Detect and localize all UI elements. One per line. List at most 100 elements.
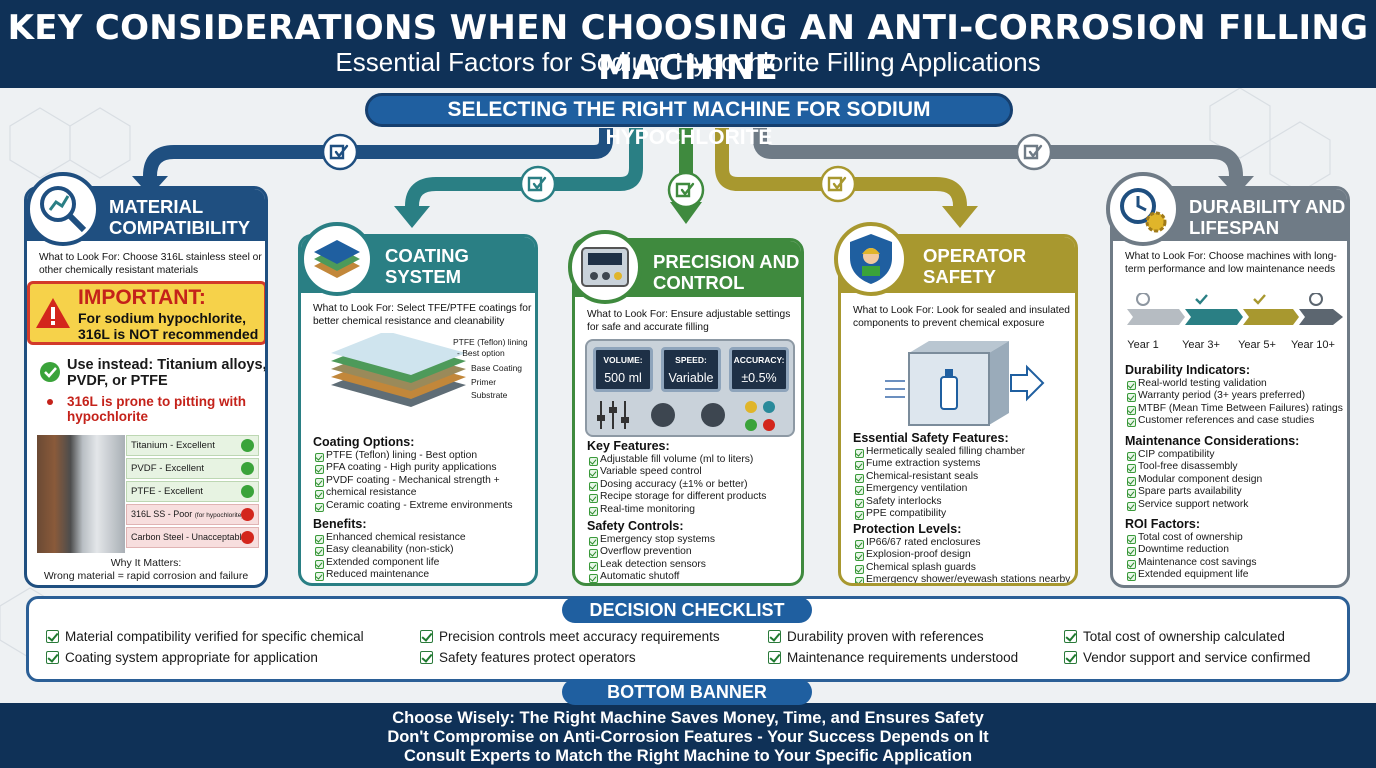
checkbox-icon bbox=[1064, 651, 1077, 664]
card-title-line1: DURABILITY AND bbox=[1189, 196, 1346, 217]
card-durability-lifespan: DURABILITY AND LIFESPAN What to Look For… bbox=[1110, 186, 1350, 588]
important-title: IMPORTANT: bbox=[78, 286, 206, 309]
header: KEY CONSIDERATIONS WHEN CHOOSING AN ANTI… bbox=[0, 0, 1376, 88]
check-icon bbox=[241, 485, 254, 498]
layers-icon bbox=[300, 222, 374, 296]
checklist-item[interactable]: Safety features protect operators bbox=[420, 650, 636, 665]
checkbox-icon bbox=[768, 651, 781, 664]
essential-safety-title: Essential Safety Features: bbox=[853, 431, 1009, 445]
red-dot-icon bbox=[47, 399, 53, 405]
card-precision-control: PRECISION AND CONTROL What to Look For: … bbox=[572, 238, 804, 586]
checkbox-icon bbox=[420, 630, 433, 643]
checkbox-icon bbox=[1064, 630, 1077, 643]
check-icon bbox=[241, 462, 254, 475]
checklist-item[interactable]: Material compatibility verified for spec… bbox=[46, 629, 364, 644]
benefits-title: Benefits: bbox=[313, 517, 367, 531]
card-title-line1: OPERATOR bbox=[923, 245, 1027, 266]
checklist-item[interactable]: Maintenance requirements understood bbox=[768, 650, 1018, 665]
look-for-text: What to Look For: Choose machines with l… bbox=[1125, 251, 1337, 275]
year-label: Year 3+ bbox=[1182, 339, 1220, 351]
coating-options-list: PTFE (Teflon) lining - Best option PFA c… bbox=[313, 450, 513, 513]
card-title-line1: MATERIAL bbox=[109, 196, 204, 217]
key-features-title: Key Features: bbox=[587, 439, 670, 453]
cross-icon bbox=[241, 531, 254, 544]
checklist-title: DECISION CHECKLIST bbox=[562, 597, 812, 623]
selector-banner: SELECTING THE RIGHT MACHINE FOR SODIUM H… bbox=[365, 93, 1013, 149]
checkbox-icon bbox=[46, 651, 59, 664]
sliders-and-knobs bbox=[597, 401, 775, 431]
clock-gear-icon bbox=[1106, 172, 1180, 246]
checkbox-icon bbox=[420, 651, 433, 664]
card-title-line1: COATING bbox=[385, 245, 469, 266]
year-label: Year 5+ bbox=[1238, 339, 1276, 351]
layer-label: Base Coating bbox=[471, 363, 523, 373]
coating-layers-illustration bbox=[331, 333, 466, 407]
card-title-line2: SAFETY bbox=[923, 266, 996, 287]
checklist-item[interactable]: Coating system appropriate for applicati… bbox=[46, 650, 318, 665]
why-it-matters: Why It Matters: Wrong material = rapid c… bbox=[43, 557, 249, 582]
layer-label: PTFE (Teflon) lining bbox=[453, 337, 528, 347]
page-title: KEY CONSIDERATIONS WHEN CHOOSING AN ANTI… bbox=[7, 8, 1369, 88]
control-panel-icon bbox=[568, 230, 642, 304]
card-title-line2: COMPATIBILITY bbox=[109, 217, 251, 238]
speed-display: SPEED:Variable bbox=[661, 347, 721, 392]
look-for-text: What to Look For: Choose 316L stainless … bbox=[39, 252, 262, 276]
banner-line: Don't Compromise on Anti-Corrosion Featu… bbox=[387, 728, 989, 746]
accuracy-display: ACCURACY:±0.5% bbox=[729, 347, 789, 392]
important-text: For sodium hypochlorite, 316L is NOT rec… bbox=[78, 310, 259, 342]
bottom-banner-title: BOTTOM BANNER bbox=[562, 679, 812, 705]
check-circle-icon bbox=[40, 362, 60, 382]
rating-row: Titanium - Excellent bbox=[126, 435, 259, 456]
card-title-line2: SYSTEM bbox=[385, 266, 462, 287]
year-label: Year 1 bbox=[1127, 339, 1159, 351]
look-for-text: What to Look For: Select TFE/PTFE coatin… bbox=[313, 303, 532, 327]
layer-label: Primer bbox=[471, 377, 497, 387]
essential-safety-list: Hermetically sealed filling chamber Fume… bbox=[853, 446, 1025, 521]
corroded-metal-photo bbox=[37, 435, 125, 553]
check-icon bbox=[241, 439, 254, 452]
card-title-line2: LIFESPAN bbox=[1189, 217, 1280, 238]
rating-row: PVDF - Excellent bbox=[126, 458, 259, 479]
protection-levels-list: IP66/67 rated enclosures Explosion-proof… bbox=[853, 537, 1070, 583]
look-for-text: What to Look For: Ensure adjustable sett… bbox=[587, 309, 791, 333]
checklist-item[interactable]: Total cost of ownership calculated bbox=[1064, 629, 1285, 644]
checklist-item[interactable]: Durability proven with references bbox=[768, 629, 984, 644]
durability-indicators-title: Durability Indicators: bbox=[1125, 363, 1251, 377]
rating-row: PTFE - Excellent bbox=[126, 481, 259, 502]
year-label: Year 10+ bbox=[1291, 339, 1335, 351]
rating-row: Carbon Steel - Unacceptable bbox=[126, 527, 259, 548]
cross-icon bbox=[241, 508, 254, 521]
banner-line: Consult Experts to Match the Right Machi… bbox=[403, 747, 973, 765]
page-subtitle: Essential Factors for Sodium Hypochlorit… bbox=[335, 47, 1041, 77]
pitting-warning: 316L is prone to pitting with hypochlori… bbox=[67, 394, 247, 424]
checklist-item[interactable]: Precision controls meet accuracy require… bbox=[420, 629, 720, 644]
checklist-item[interactable]: Vendor support and service confirmed bbox=[1064, 650, 1310, 665]
card-operator-safety: OPERATOR SAFETY What to Look For: Look f… bbox=[838, 234, 1078, 586]
look-for-text: What to Look For: Look for sealed and in… bbox=[853, 305, 1070, 329]
important-warning-box: IMPORTANT: For sodium hypochlorite, 316L… bbox=[27, 281, 265, 345]
bottom-banner: Choose Wisely: The Right Machine Saves M… bbox=[0, 703, 1376, 768]
card-material-compatibility: MATERIAL COMPATIBILITY What to Look For:… bbox=[24, 186, 268, 588]
warning-triangle-icon bbox=[36, 298, 70, 328]
shield-worker-icon bbox=[834, 222, 908, 296]
checkbox-icon bbox=[46, 630, 59, 643]
layer-label: - Best option bbox=[457, 348, 505, 358]
benefits-list: Enhanced chemical resistance Easy cleana… bbox=[313, 532, 466, 582]
protection-levels-title: Protection Levels: bbox=[853, 522, 962, 536]
safety-controls-title: Safety Controls: bbox=[587, 519, 684, 533]
key-features-list: Adjustable fill volume (ml to liters) Va… bbox=[587, 454, 766, 517]
sealed-chamber-illustration bbox=[885, 341, 1045, 426]
card-title-line2: CONTROL bbox=[653, 272, 745, 293]
rating-row: 316L SS - Poor (for hypochlorite) bbox=[126, 504, 259, 525]
roi-factors-title: ROI Factors: bbox=[1125, 517, 1201, 531]
use-instead-text: Use instead: Titanium alloys, PVDF, or P… bbox=[67, 357, 267, 389]
durability-indicators-list: Real-world testing validation Warranty p… bbox=[1125, 378, 1343, 428]
banner-line: Choose Wisely: The Right Machine Saves M… bbox=[392, 709, 984, 727]
maintenance-list: CIP compatibility Tool-free disassembly … bbox=[1125, 449, 1262, 512]
roi-factors-list: Total cost of ownership Downtime reducti… bbox=[1125, 532, 1256, 582]
control-panel-illustration: VOLUME:500 ml SPEED:Variable ACCURACY:±0… bbox=[585, 339, 795, 437]
timeline-illustration bbox=[1127, 293, 1343, 325]
coating-options-title: Coating Options: bbox=[313, 435, 415, 449]
checkbox-icon bbox=[768, 630, 781, 643]
layer-label: Substrate bbox=[471, 390, 508, 400]
